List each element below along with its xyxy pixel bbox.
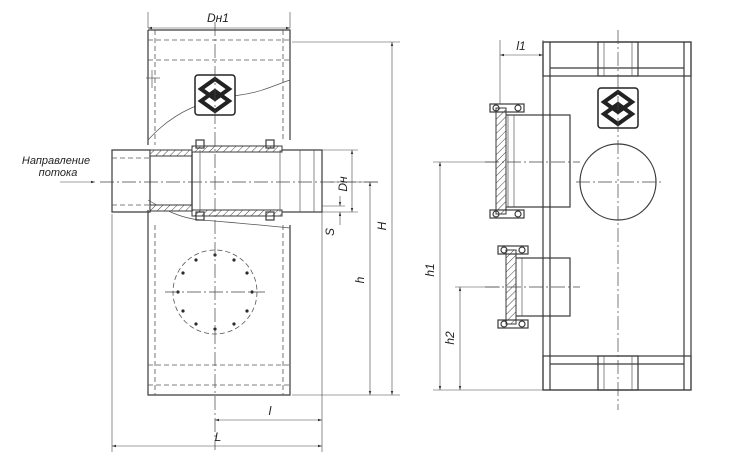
dim-l-label: l — [269, 404, 272, 418]
front-view — [60, 22, 380, 450]
dim-l-total-label: L — [215, 430, 222, 444]
dim-h1-label: h1 — [423, 263, 437, 276]
dim-h-label: h — [353, 276, 367, 283]
dim-dn-label: Dн — [336, 176, 350, 192]
flow-direction-label-line2: потока — [39, 167, 78, 179]
flow-direction-label-line1: Направление — [22, 155, 90, 167]
side-view — [485, 30, 692, 410]
dim-h2-label: h2 — [443, 331, 457, 345]
dim-l1-label: l1 — [516, 39, 525, 53]
dim-s-label: S — [323, 228, 337, 236]
side-view-dimensions — [433, 40, 544, 391]
dim-h-total-label: H — [375, 221, 389, 230]
front-view-dimensions — [111, 12, 400, 452]
dim-dn1-label: Dн1 — [207, 11, 229, 25]
